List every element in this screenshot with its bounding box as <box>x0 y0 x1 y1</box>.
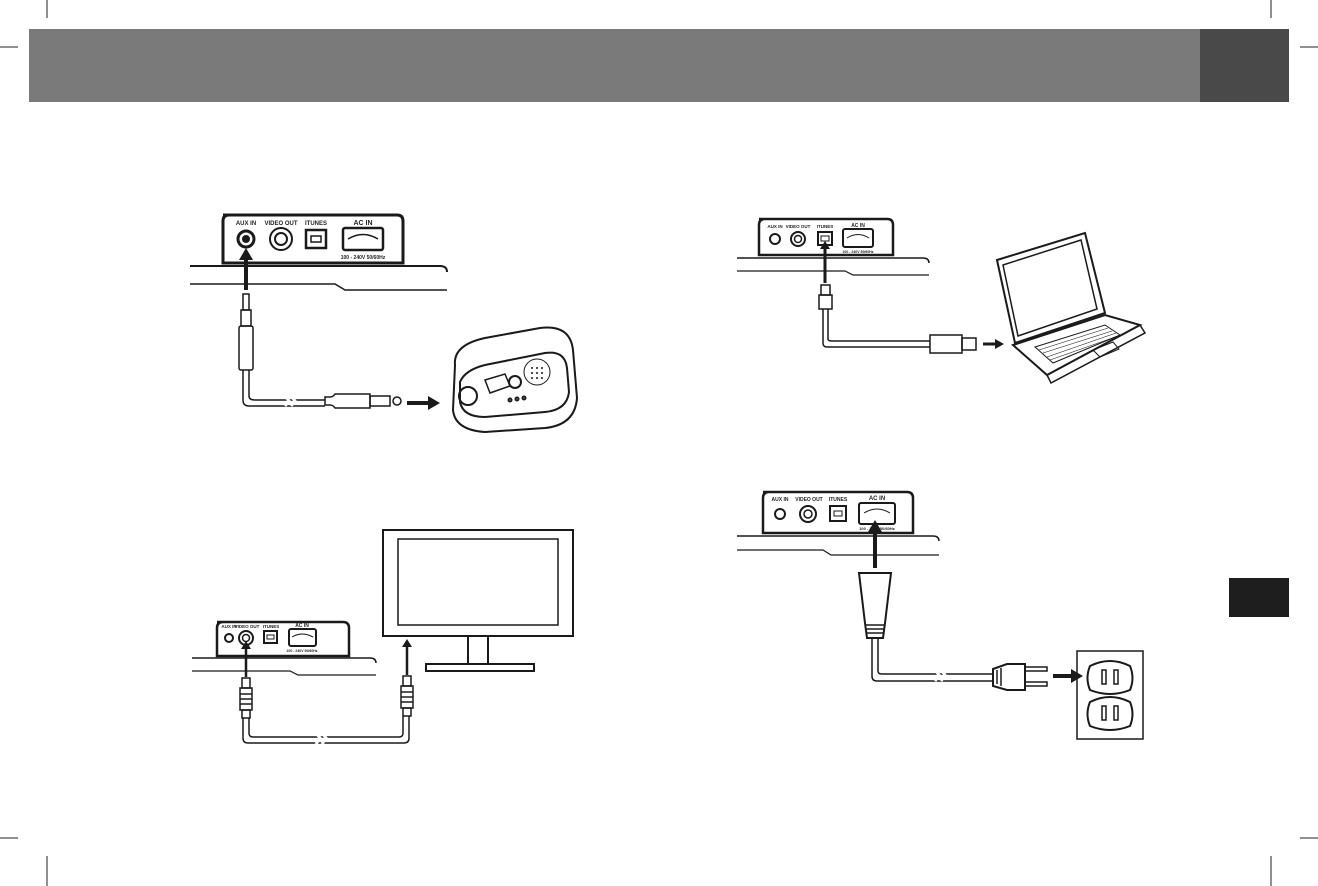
tv-icon <box>382 529 574 672</box>
video-out-diagram: AUX IN VIDEO OUT ITUNES AC IN 100 - 240V… <box>192 529 574 745</box>
label-itunes: ITUNES <box>817 224 834 229</box>
label-aux-in: AUX IN <box>772 497 789 503</box>
label-voltage: 100 - 240V 50/60Hz <box>286 649 317 653</box>
aux-in-diagram: AUX IN VIDEO OUT ITUNES AC IN 100 - 240V… <box>190 213 579 434</box>
aux-in-jack <box>236 229 256 249</box>
wall-outlet-icon <box>1076 650 1144 740</box>
usb-cable-icon <box>818 284 977 354</box>
ac-in-diagram: AUX IN VIDEO OUT ITUNES AC IN 100 - 240V… <box>737 490 1144 740</box>
audio-plug-icon <box>238 293 402 409</box>
rear-panel <box>221 213 405 265</box>
label-ac-in: AC IN <box>295 623 309 629</box>
label-video-out: VIDEO OUT <box>264 221 297 227</box>
side-tab <box>1229 578 1289 617</box>
arrow-up <box>402 639 412 675</box>
arrow-up <box>820 241 830 283</box>
label-aux-in: AUX IN <box>767 224 782 229</box>
label-aux-in: AUX IN <box>221 624 236 629</box>
label-itunes: ITUNES <box>829 497 848 503</box>
label-video-out: VIDEO OUT <box>786 224 811 229</box>
speaker-player-icon <box>451 326 579 434</box>
label-itunes: ITUNES <box>305 221 327 227</box>
label-voltage: 100 - 240V 50/60Hz <box>842 250 873 254</box>
label-video-out: VIDEO OUT <box>795 497 823 503</box>
label-itunes: ITUNES <box>263 624 280 629</box>
header-bar <box>29 29 1200 102</box>
label-video-out: VIDEO OUT <box>235 624 260 629</box>
label-voltage: 100 - 240V 50/60Hz <box>341 255 386 261</box>
itunes-usb-diagram: AUX IN VIDEO OUT ITUNES AC IN 100 - 240V… <box>737 217 1147 385</box>
header-tab <box>1200 29 1289 102</box>
arrow-right <box>983 339 1004 349</box>
label-ac-in: AC IN <box>851 223 865 229</box>
arrow-up <box>241 641 251 677</box>
arrow-right <box>1053 669 1083 683</box>
arrow-up <box>239 248 253 290</box>
rca-cable-icon <box>239 675 414 745</box>
label-ac-in: AC IN <box>869 496 885 502</box>
laptop-icon <box>995 231 1147 385</box>
arrow-up <box>868 520 882 568</box>
label-ac-in: AC IN <box>353 220 372 227</box>
power-plug-icon <box>857 572 1048 691</box>
arrow-right <box>407 396 440 410</box>
label-aux-in: AUX IN <box>236 221 256 227</box>
